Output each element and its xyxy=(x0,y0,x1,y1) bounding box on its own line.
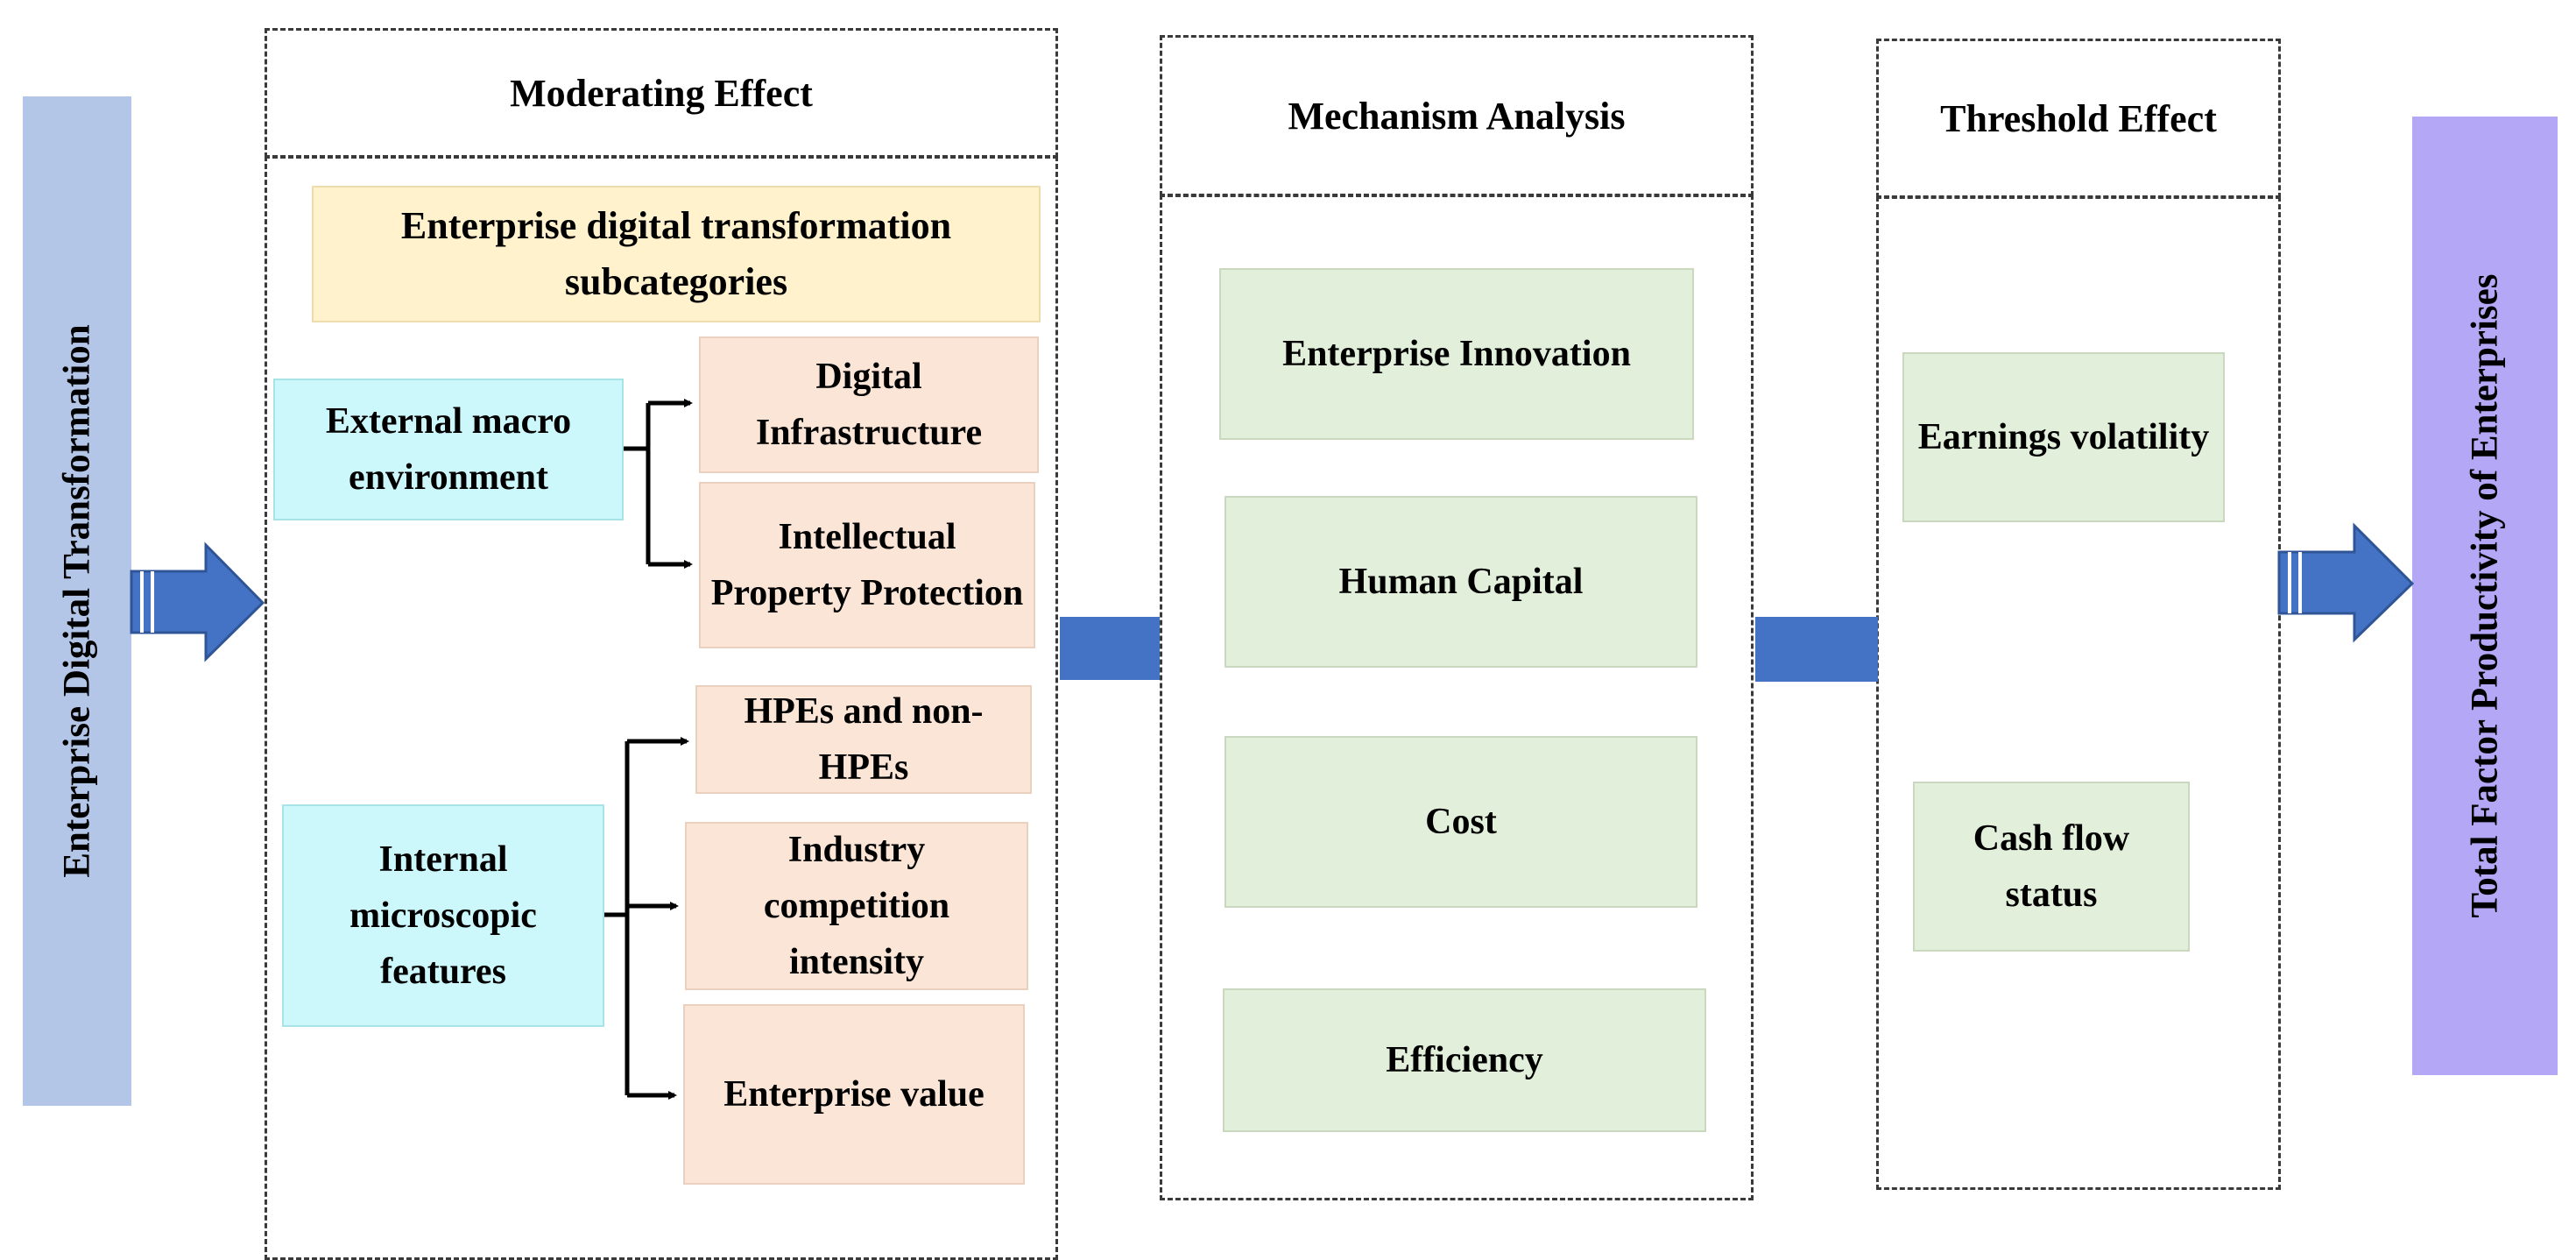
hpes-box: HPEs and non-HPEs xyxy=(695,685,1032,794)
competition-intensity-box: Industry competition intensity xyxy=(685,822,1028,990)
connectors xyxy=(130,399,2415,1100)
moderating-title: Moderating Effect xyxy=(510,71,813,115)
subcategories-box: Enterprise digital transformation subcat… xyxy=(312,186,1041,322)
digital-infrastructure-box: Digital Infrastructure xyxy=(699,336,1039,473)
ip-protection-box: Intellectual Property Protection xyxy=(699,482,1035,648)
left-block-arrow xyxy=(130,542,265,662)
connector-bar-2 xyxy=(1755,617,1878,682)
earnings-volatility-box: Earnings volatility xyxy=(1902,352,2225,522)
cost-box: Cost xyxy=(1224,736,1697,908)
threshold-title: Threshold Effect xyxy=(1940,96,2217,140)
output-bar: Total Factor Productivity of Enterprises xyxy=(2412,117,2558,1075)
connector-bar-1 xyxy=(1060,617,1160,680)
external-macro-box: External macro environment xyxy=(273,379,624,520)
mechanism-title: Mechanism Analysis xyxy=(1288,94,1626,138)
input-bar: Enterprise Digital Transformation xyxy=(23,96,131,1106)
right-block-arrow xyxy=(2277,522,2415,643)
internal-branch-arrows xyxy=(604,737,689,1100)
external-branch-arrows xyxy=(624,399,693,569)
human-capital-box: Human Capital xyxy=(1224,496,1697,668)
enterprise-value-box: Enterprise value xyxy=(683,1004,1025,1185)
internal-micro-box: Internal microscopic features xyxy=(282,804,604,1027)
cash-flow-box: Cash flow status xyxy=(1913,782,2190,952)
mechanism-panel xyxy=(1160,195,1754,1200)
threshold-panel xyxy=(1876,196,2281,1190)
innovation-box: Enterprise Innovation xyxy=(1219,268,1694,440)
efficiency-box: Efficiency xyxy=(1223,988,1706,1132)
